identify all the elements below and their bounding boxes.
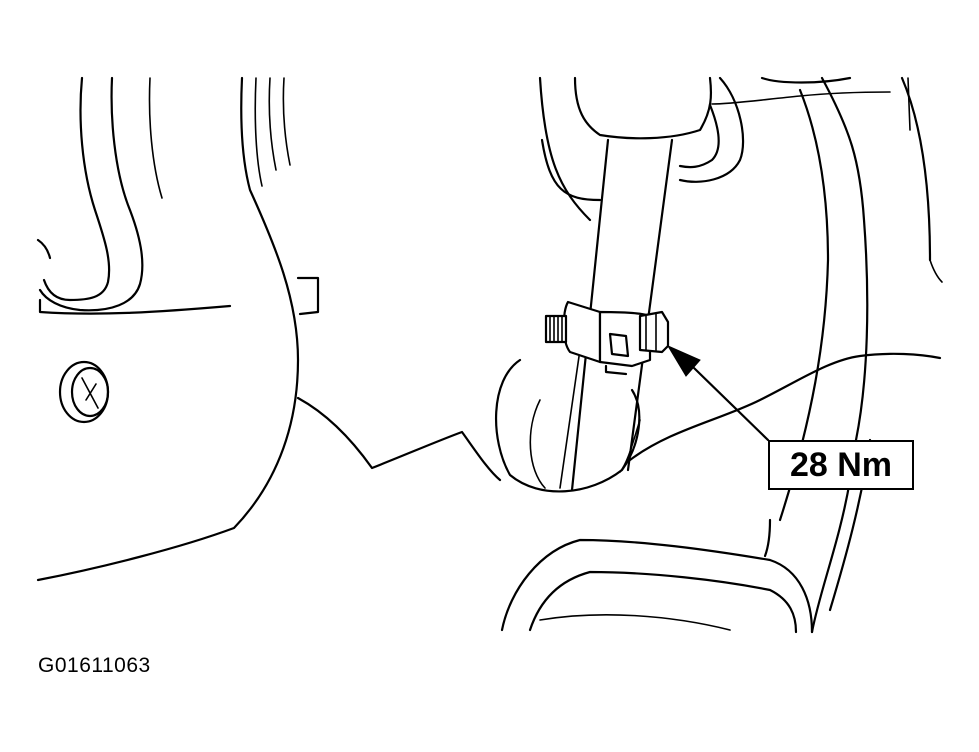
right-panel <box>540 76 943 634</box>
figure-id: G01611063 <box>38 654 151 677</box>
pedal-pivot-opening <box>495 358 641 493</box>
housing-bolt <box>58 360 110 424</box>
housing-body <box>36 76 320 582</box>
torque-arrow <box>666 344 770 442</box>
pedal-pad <box>500 518 814 634</box>
left-housing <box>36 76 232 315</box>
torque-callout: 28 Nm <box>768 440 914 490</box>
clamp-bracket <box>562 300 652 376</box>
torque-label: 28 Nm <box>789 445 893 484</box>
floor-contour <box>296 352 942 482</box>
clamp-nut <box>638 310 670 354</box>
clamp-bolt-stud <box>544 314 568 344</box>
pedal-arm <box>538 76 713 492</box>
